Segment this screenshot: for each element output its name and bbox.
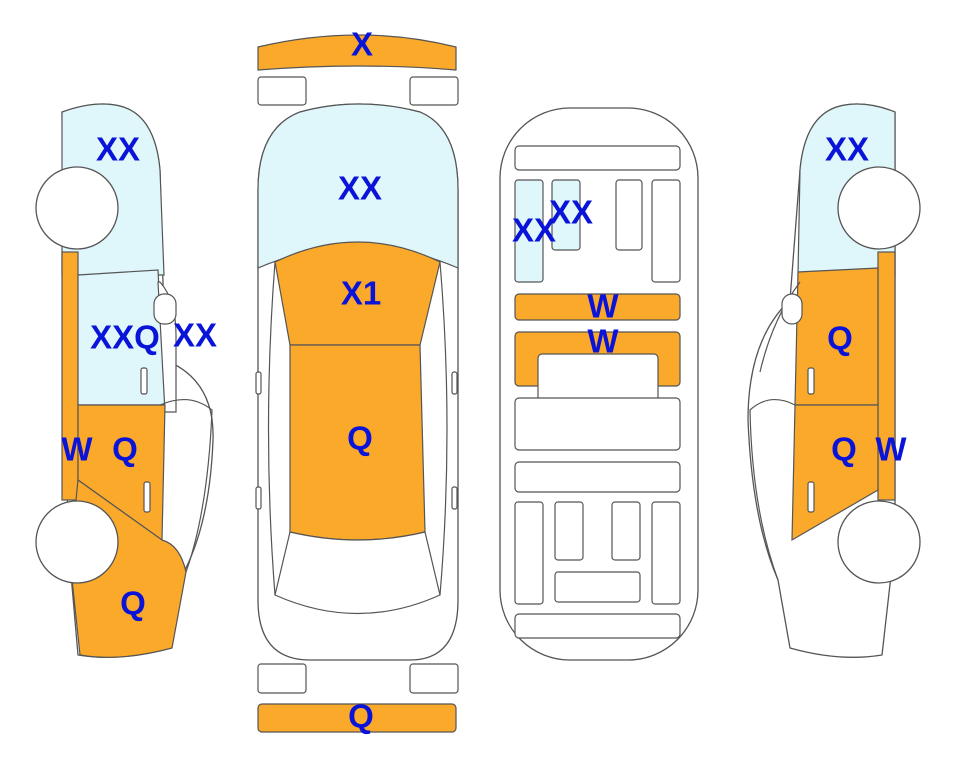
- left-front-wheel: [35, 500, 119, 584]
- label-left-rear-glass: XXQ: [90, 319, 160, 356]
- left-mirror: [153, 293, 177, 325]
- right-door-line: [749, 399, 796, 581]
- label-top-hood: X1: [341, 275, 381, 312]
- under-mid-panel: [514, 397, 681, 451]
- under-rear-d: [651, 501, 681, 605]
- top-rear-window: [274, 531, 441, 615]
- under-seat-b[interactable]: [551, 179, 581, 251]
- right-front-handle: [807, 481, 815, 513]
- label-left-front-fender: Q: [120, 585, 146, 622]
- underside-outline: [499, 107, 699, 661]
- top-windshield[interactable]: [257, 103, 459, 269]
- label-top-roof: Q: [347, 420, 373, 457]
- label-left-rear-window: XX: [96, 131, 140, 168]
- label-under-seat-b: XX: [549, 194, 593, 231]
- top-right-pillar-line: [439, 261, 448, 596]
- left-rear-wheel: [35, 166, 119, 250]
- top-handle-right: [451, 486, 458, 510]
- label-right-pillar: W: [875, 431, 907, 468]
- label-under-seat-a: XX: [512, 212, 556, 249]
- under-seat-d: [651, 179, 681, 283]
- taillight-left: [257, 663, 307, 694]
- label-rear-bumper: Q: [348, 698, 374, 735]
- right-glass-line: [759, 281, 801, 373]
- label-right-front-door: Q: [831, 431, 857, 468]
- under-trunk-panel: [514, 613, 681, 639]
- under-rear-panel: [514, 461, 681, 493]
- top-mirror-right: [451, 371, 458, 395]
- under-rear-a: [514, 501, 544, 605]
- label-front-bumper: X: [351, 26, 373, 63]
- underside-view: [499, 107, 699, 661]
- taillight-right: [409, 663, 459, 694]
- under-seat-a[interactable]: [514, 179, 544, 283]
- under-rear-b: [554, 501, 584, 561]
- label-left-front-glass: XX: [173, 317, 217, 354]
- headlight-right: [409, 76, 459, 106]
- right-front-wheel: [837, 500, 921, 584]
- right-rear-handle: [807, 367, 815, 395]
- front-end: [257, 34, 459, 106]
- top-left-pillar-line: [267, 261, 276, 596]
- label-under-panel-2: W: [587, 323, 619, 360]
- left-front-handle: [143, 481, 151, 513]
- under-rear-e: [554, 571, 641, 603]
- top-view: [255, 103, 459, 661]
- left-side-view: [35, 103, 214, 658]
- label-top-windshield: XX: [338, 170, 382, 207]
- headlight-left: [257, 76, 307, 106]
- top-handle-left: [255, 486, 262, 510]
- top-hood[interactable]: [274, 241, 441, 346]
- under-front-panel: [514, 145, 681, 171]
- under-seat-c: [615, 179, 643, 251]
- left-door-line: [159, 399, 213, 573]
- label-right-window: XX: [825, 131, 869, 168]
- under-rear-c: [611, 501, 641, 561]
- label-right-rear-door: Q: [827, 320, 853, 357]
- right-rear-wheel: [837, 166, 921, 250]
- under-panel-1[interactable]: [514, 293, 681, 321]
- right-side-view: [747, 103, 921, 658]
- rear-bumper[interactable]: [257, 703, 457, 733]
- front-bumper[interactable]: [257, 34, 457, 71]
- left-rear-handle: [140, 367, 148, 395]
- rear-end: [257, 663, 459, 733]
- label-under-panel-1: W: [587, 288, 619, 325]
- top-mirror-left: [255, 371, 262, 395]
- damage-labels: X XX X1 Q Q XX XX W W XX XXQ XX W Q Q XX…: [61, 26, 907, 735]
- label-left-pillar: W: [61, 431, 93, 468]
- right-mirror: [781, 293, 803, 325]
- label-left-rear-door: Q: [112, 431, 138, 468]
